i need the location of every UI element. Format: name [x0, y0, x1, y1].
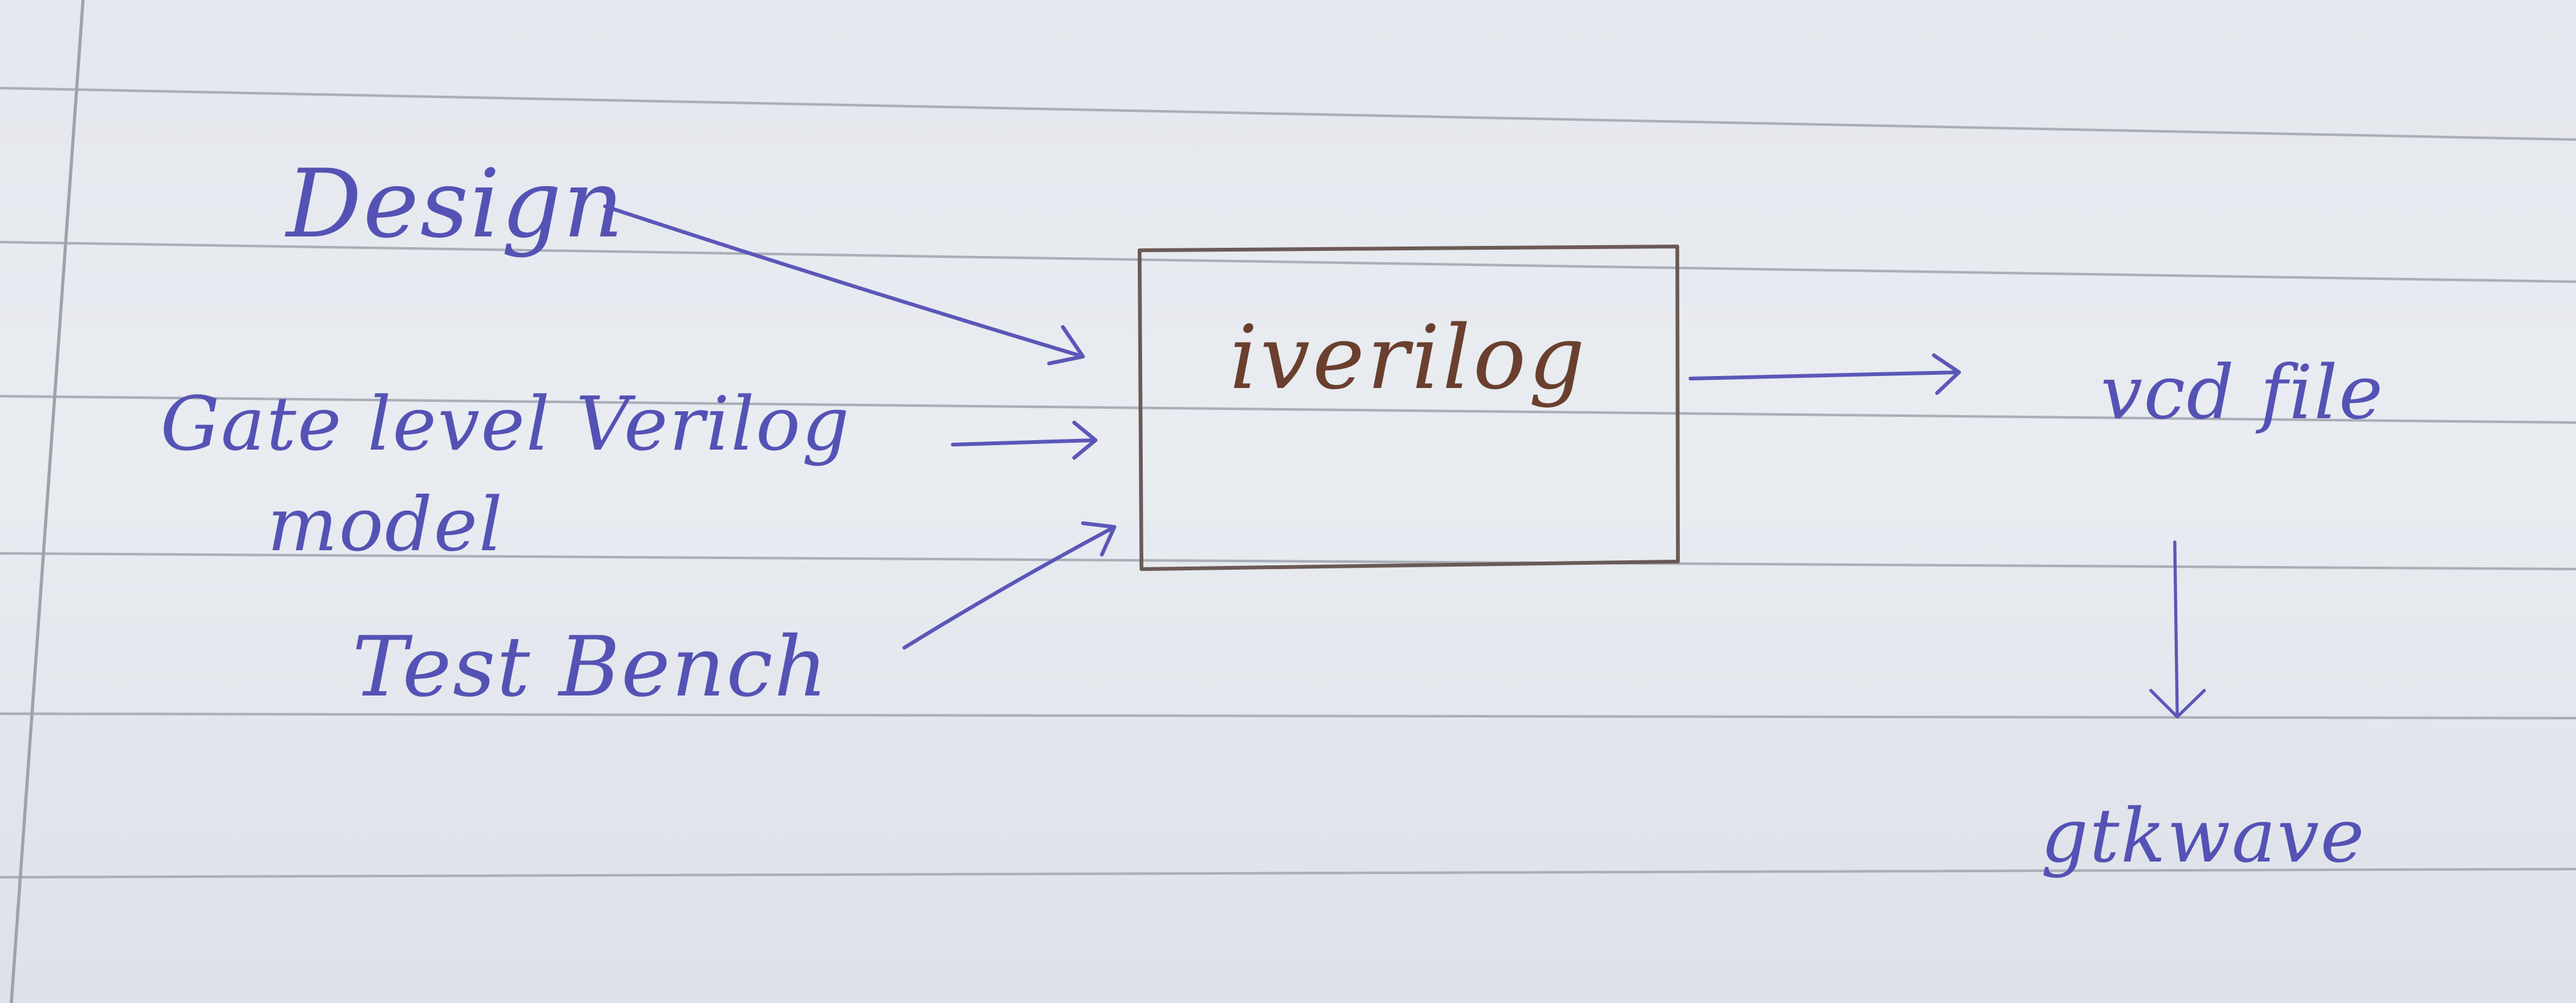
design-label: Design — [286, 150, 625, 259]
rule-line — [0, 552, 2576, 570]
arrow-design-to-iverilog — [603, 204, 1085, 365]
rule-line — [0, 868, 2576, 878]
vcd-file-label: vcd file — [2101, 349, 2384, 436]
rule-line — [0, 241, 2576, 283]
gate-level-model-label-continued: model — [267, 481, 504, 568]
rule-line — [0, 87, 2576, 141]
iverilog-box — [1138, 245, 1680, 571]
margin-line — [9, 0, 85, 1003]
test-bench-label: Test Bench — [352, 619, 829, 716]
rule-line — [0, 712, 2576, 719]
gate-level-model-label: Gate level Verilog — [160, 380, 851, 467]
rule-line — [0, 395, 2576, 424]
arrow-iverilog-to-vcd — [1689, 353, 1961, 395]
arrow-vcd-to-gtkwave — [2149, 540, 2206, 719]
arrow-gate-model-to-iverilog — [951, 421, 1097, 460]
arrow-testbench-to-iverilog — [902, 521, 1116, 650]
gtkwave-label: gtkwave — [2041, 792, 2366, 879]
iverilog-label: iverilog — [1230, 307, 1588, 409]
